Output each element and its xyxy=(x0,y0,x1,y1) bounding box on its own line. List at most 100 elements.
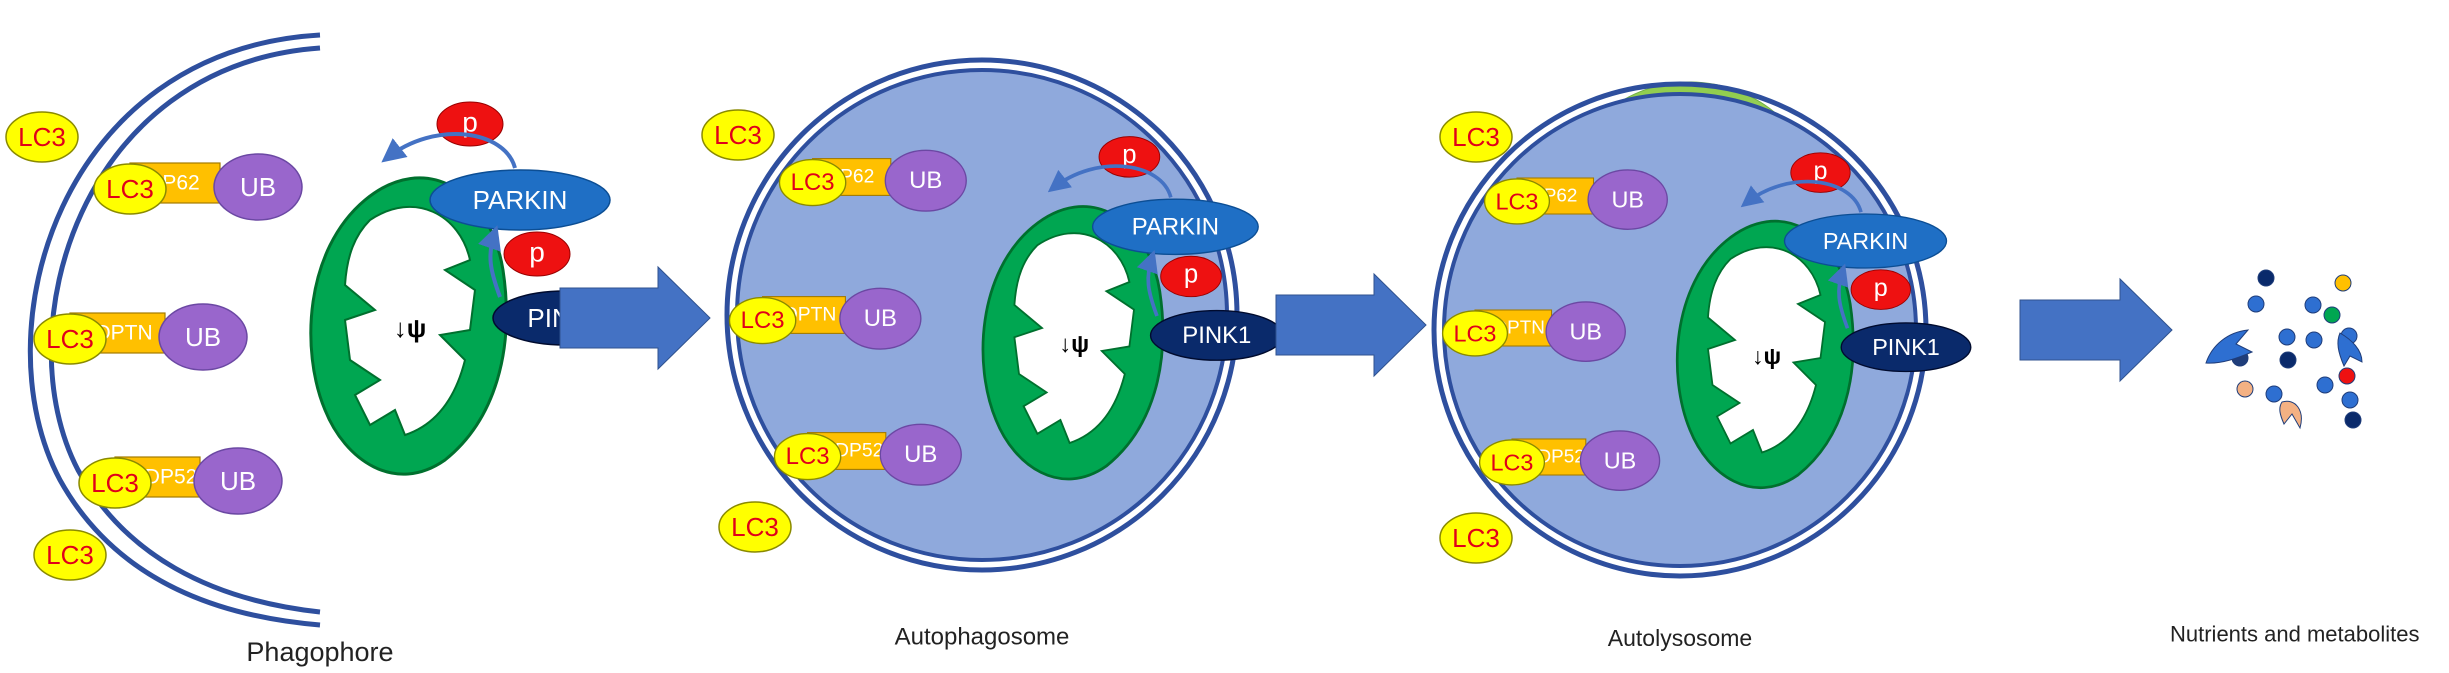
lc3-label: LC3 xyxy=(1452,122,1500,152)
parkin-label: PARKIN xyxy=(473,185,568,215)
lc3-shape xyxy=(778,158,847,207)
lc3-protein: LC3 xyxy=(5,111,79,163)
phosphate-label: p xyxy=(529,237,545,268)
metabolite-dot xyxy=(2341,391,2359,409)
lc3-label: LC3 xyxy=(18,122,66,152)
stage-nutrients: Nutrients and metabolites xyxy=(2170,269,2419,647)
parkin-label: PARKIN xyxy=(1132,213,1219,240)
stage-phagophore: LC3LC3↓ψPINK1PARKINppP62LC3UBOPTNLC3UBND… xyxy=(5,32,638,667)
phosphate: p xyxy=(436,101,504,147)
phosphate-label: p xyxy=(1874,274,1888,302)
phosphate: p xyxy=(1790,152,1851,193)
lc3-label: LC3 xyxy=(714,120,762,150)
ub-shape xyxy=(1579,430,1661,491)
ub-shape xyxy=(884,149,967,212)
ubiquitin: UB xyxy=(193,447,283,515)
lc3-shape xyxy=(701,109,775,161)
stage-arrow xyxy=(559,265,711,371)
lc3-label: LC3 xyxy=(46,324,94,354)
ub-shape xyxy=(1587,169,1668,230)
lc3-protein: LC3 xyxy=(33,313,107,365)
metabolite-dot xyxy=(2316,376,2334,394)
metabolite-dot xyxy=(2257,269,2275,287)
stage-autolysosome: LysosomeLC3LC3↓ψPINK1PARKINppP62LC3UBOPT… xyxy=(1431,81,1972,651)
parkin: PARKIN xyxy=(429,169,611,231)
phosphate: p xyxy=(1160,255,1222,298)
pink1: PINK1 xyxy=(1840,322,1972,373)
membrane-potential-label: ↓ψ xyxy=(394,313,427,343)
lc3-shape xyxy=(773,432,842,481)
parkin: PARKIN xyxy=(1783,213,1948,269)
lc3-shape xyxy=(1439,512,1513,564)
ubiquitin: UB xyxy=(158,303,248,371)
mitochondrion-complex: ↓ψ PINK1 PARKIN p p xyxy=(1675,152,1972,489)
lc3-shape xyxy=(33,529,107,581)
membrane-fragment xyxy=(2337,332,2363,368)
ub-label: UB xyxy=(240,172,276,202)
lc3-label: LC3 xyxy=(731,512,779,542)
metabolite-dot xyxy=(2304,296,2322,314)
parkin-label: PARKIN xyxy=(1823,228,1908,254)
lc3-shape xyxy=(78,457,152,509)
lc3-shape xyxy=(1483,178,1551,225)
membrane-fragment xyxy=(2205,329,2254,364)
lc3-shape xyxy=(1441,310,1509,357)
phosphate: p xyxy=(1098,136,1161,178)
parkin-shape xyxy=(429,169,611,231)
pink1-shape xyxy=(1840,322,1972,373)
lc3-protein: LC3 xyxy=(78,457,152,509)
phosphate-label: p xyxy=(462,107,478,138)
lc3-label: LC3 xyxy=(741,307,785,334)
ub-shape xyxy=(879,423,962,486)
activation-arrow xyxy=(1827,263,1850,329)
ubiquitin: UB xyxy=(213,153,303,221)
phosphate: p xyxy=(1850,269,1911,310)
metabolite-dot xyxy=(2323,306,2341,324)
metabolite-dot xyxy=(2305,331,2323,349)
receptor-label-p62: P62 xyxy=(1544,186,1578,207)
ubiquitin: UB xyxy=(1579,430,1661,491)
stage-caption-phagophore: Phagophore xyxy=(246,637,393,667)
mitochondrion-cristae xyxy=(1707,246,1826,454)
phosphate-shape xyxy=(503,231,571,277)
mitochondrion-cristae xyxy=(1013,232,1135,445)
lc3-shape xyxy=(1439,111,1513,163)
metabolite-dot xyxy=(2344,411,2362,429)
stage-caption-nutrients: Nutrients and metabolites xyxy=(2170,622,2419,647)
phosphate-shape xyxy=(1160,255,1222,298)
ub-shape xyxy=(1545,301,1626,362)
receptor-label-p62: P62 xyxy=(840,167,874,188)
membrane-potential-label: ↓ψ xyxy=(1752,343,1781,369)
metabolite-dot xyxy=(2279,351,2297,369)
mitochondrion-cristae xyxy=(343,205,477,437)
ub-label: UB xyxy=(185,322,221,352)
stage-arrow xyxy=(1275,272,1427,378)
ub-label: UB xyxy=(220,466,256,496)
parkin: PARKIN xyxy=(1091,198,1259,256)
pink1: PINK1 xyxy=(1149,309,1284,361)
ubiquitin: UB xyxy=(1545,301,1626,362)
phosphate-label: p xyxy=(1813,157,1827,185)
metabolite-dot xyxy=(2338,367,2356,385)
pink1-label: PINK1 xyxy=(1182,322,1251,349)
lc3-shape xyxy=(5,111,79,163)
ubiquitination-arrow xyxy=(1740,179,1863,213)
ub-label: UB xyxy=(1604,448,1637,474)
lc3-label: LC3 xyxy=(1452,523,1500,553)
lc3-protein: LC3 xyxy=(1439,111,1513,163)
ub-label: UB xyxy=(1611,187,1644,213)
lc3-protein: LC3 xyxy=(33,529,107,581)
phagophore-outer-membrane xyxy=(27,32,321,628)
activation-arrow xyxy=(1136,249,1159,317)
stage-caption-autophagosome: Autophagosome xyxy=(895,624,1070,651)
